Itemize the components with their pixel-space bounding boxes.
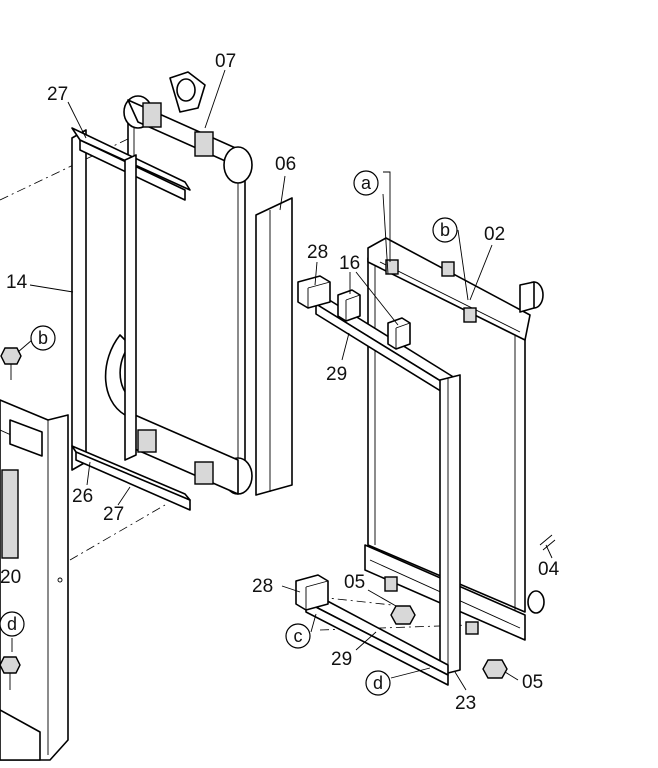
charge-air-cooler xyxy=(104,71,253,495)
label-02: 02 xyxy=(484,224,505,245)
mounting-bracket xyxy=(0,399,69,761)
callout-circle-d-bottom xyxy=(365,670,391,696)
callout-b-top: b xyxy=(440,220,450,240)
callout-circle-b-top xyxy=(432,217,458,243)
foam-blocks xyxy=(295,275,411,611)
callout-d-left: d xyxy=(7,614,17,634)
leader-lines xyxy=(11,69,553,691)
label-04: 04 xyxy=(538,559,560,580)
label-28-top: 28 xyxy=(307,242,328,263)
callout-circle-c xyxy=(285,623,311,649)
label-28-bottom: 28 xyxy=(252,576,273,597)
callout-circle-d-left xyxy=(0,611,25,637)
label-29-bottom: 29 xyxy=(331,649,352,670)
label-16: 16 xyxy=(339,253,360,274)
label-14: 14 xyxy=(6,272,28,293)
callout-circle-b-left xyxy=(30,325,56,351)
seal-strip xyxy=(255,197,293,496)
callout-c: c xyxy=(294,626,303,646)
callout-b-left: b xyxy=(38,328,48,348)
callout-d-bottom: d xyxy=(373,673,383,693)
bolt-d-left xyxy=(0,656,21,690)
radiator-frame xyxy=(305,297,461,686)
label-23: 23 xyxy=(455,693,476,714)
bolt-b-left xyxy=(0,347,22,380)
label-20: 20 xyxy=(0,567,21,588)
label-05-right: 05 xyxy=(522,672,543,693)
label-27-top: 27 xyxy=(47,84,68,105)
cooler-frame xyxy=(71,127,191,511)
callout-a: a xyxy=(361,173,372,193)
label-27-bottom: 27 xyxy=(103,504,124,525)
label-06: 06 xyxy=(275,154,296,175)
callout-circle-a xyxy=(353,170,379,196)
label-05-mid: 05 xyxy=(344,572,365,593)
label-29-top: 29 xyxy=(326,364,347,385)
label-26: 26 xyxy=(72,486,93,507)
part-number-labels: 07 27 06 14 02 28 16 29 26 27 20 04 28 0… xyxy=(0,51,560,714)
callout-circles: a b b c d d xyxy=(0,170,458,696)
nuts-and-clip xyxy=(390,534,556,679)
label-07: 07 xyxy=(215,51,236,72)
